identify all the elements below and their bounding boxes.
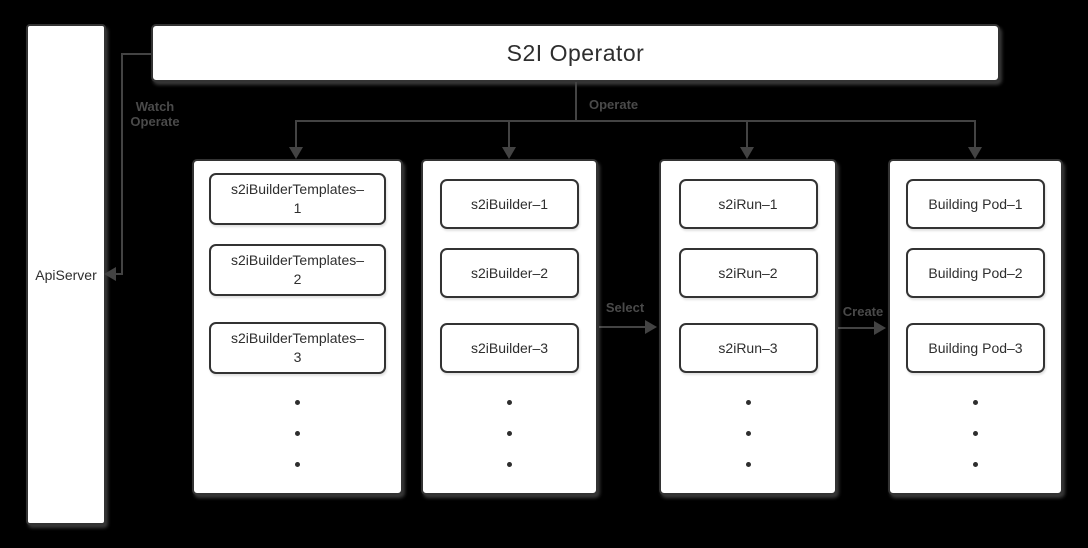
arrowhead-down-icon [289,147,303,159]
apiserver-node: ApiServer [26,24,106,525]
ellipsis [745,400,751,467]
group-s2i-builder: s2iBuilder–1 s2iBuilder–2 s2iBuilder–3 [421,159,598,495]
node-s2ibuilder-1: s2iBuilder–1 [440,179,579,229]
node-building-pod-2: Building Pod–2 [906,248,1045,298]
edge-create-label: Create [842,304,884,319]
edge-select-line [599,326,647,328]
node-s2irun-1: s2iRun–1 [678,179,818,229]
node-s2ibuilder-2: s2iBuilder–2 [440,248,579,298]
node-s2irun-2: s2iRun–2 [678,248,818,298]
edge-operate-label: Operate [589,97,639,112]
ellipsis-dot [973,462,978,467]
edge-watch-top-segment [122,53,151,55]
ellipsis-dot [295,400,300,405]
ellipsis-dot [507,462,512,467]
group-s2i-builder-templates: s2iBuilderTemplates– 1 s2iBuilderTemplat… [192,159,403,495]
node-building-pod-1: Building Pod–1 [906,179,1045,229]
edge-operate-vertical-segment [575,82,577,122]
edge-branch-2-line [508,120,510,148]
edge-watch-vertical-segment [121,53,123,275]
node-building-pod-3: Building Pod–3 [906,323,1045,373]
ellipsis-dot [745,462,751,467]
group-building-pod: Building Pod–1 Building Pod–2 Building P… [888,159,1063,495]
ellipsis-dot [507,400,512,405]
s2i-operator-label: S2I Operator [506,39,645,66]
node-s2ibuildertemplates-3: s2iBuilderTemplates– 3 [209,322,386,374]
node-s2ibuildertemplates-2: s2iBuilderTemplates– 2 [209,244,386,296]
arrowhead-right-icon [645,320,657,334]
node-s2irun-3: s2iRun–3 [678,323,818,373]
ellipsis [973,400,978,467]
ellipsis [295,400,300,467]
ellipsis-dot [295,431,300,436]
arrowhead-down-icon [502,147,516,159]
edge-watch-bottom-segment [112,273,123,275]
edge-branch-4-line [974,120,976,148]
ellipsis-dot [745,400,751,405]
ellipsis-dot [745,431,751,436]
arrowhead-right-icon [874,321,886,335]
edge-operate-distribution-line [295,120,976,122]
edge-branch-1-line [295,120,297,148]
ellipsis-dot [295,462,300,467]
edge-branch-3-line [746,120,748,148]
ellipsis-dot [507,431,512,436]
edge-select-label: Select [605,300,645,315]
ellipsis-dot [973,431,978,436]
arrowhead-left-icon [104,267,116,281]
edge-watch-label: Watch Operate [130,99,180,129]
group-s2i-run: s2iRun–1 s2iRun–2 s2iRun–3 [659,159,837,495]
node-s2ibuilder-3: s2iBuilder–3 [440,323,579,373]
ellipsis-dot [973,400,978,405]
arrowhead-down-icon [968,147,982,159]
ellipsis [507,400,512,467]
node-s2ibuildertemplates-1: s2iBuilderTemplates– 1 [209,173,386,225]
apiserver-label: ApiServer [35,266,97,283]
arrowhead-down-icon [740,147,754,159]
s2i-operator-node: S2I Operator [151,24,1000,82]
edge-create-line [838,327,876,329]
